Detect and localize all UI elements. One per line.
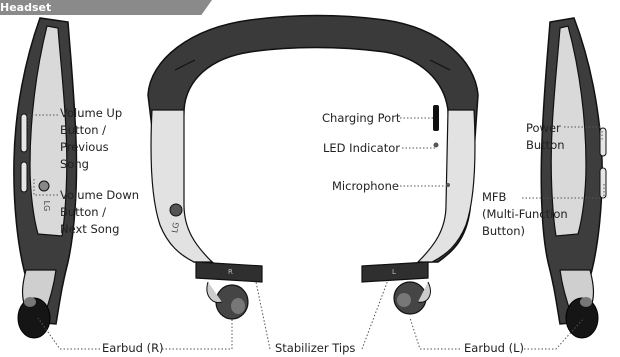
side-logo-text: LG xyxy=(42,201,51,212)
label-mfb: MFB (Multi-Function Button) xyxy=(482,189,568,240)
label-microphone: Microphone xyxy=(332,178,399,195)
label-volume-down: Volume Down Button / Next Song xyxy=(60,187,139,238)
left-side-view: LG xyxy=(14,18,77,338)
side-mark-r: R xyxy=(228,268,233,276)
mfb-button xyxy=(600,168,606,198)
label-earbud-r: Earbud (R) xyxy=(102,340,164,357)
front-view: LG R L xyxy=(148,16,478,320)
label-stabilizer-tips: Stabilizer Tips xyxy=(275,340,355,357)
right-side-view xyxy=(541,18,606,338)
volume-down-button xyxy=(21,162,27,192)
power-button xyxy=(600,128,606,156)
label-volume-up: Volume Up Button / Previous Song xyxy=(60,105,122,173)
side-mark-l: L xyxy=(392,268,396,276)
label-led-indicator: LED Indicator xyxy=(323,140,400,157)
label-power-button: Power Button xyxy=(526,120,565,154)
front-logo-text: LG xyxy=(170,222,181,234)
led-indicator xyxy=(434,143,439,148)
label-charging-port: Charging Port xyxy=(322,110,400,127)
label-earbud-l: Earbud (L) xyxy=(464,340,524,357)
charging-port xyxy=(433,105,439,131)
volume-up-button xyxy=(21,114,27,152)
